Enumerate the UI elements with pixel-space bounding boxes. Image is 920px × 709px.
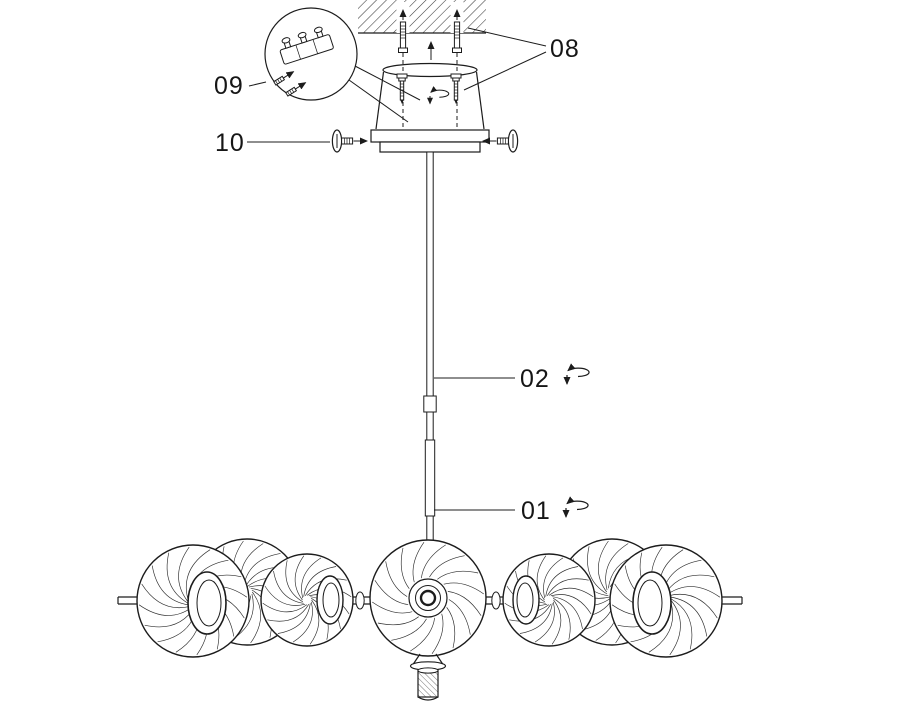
terminal-screw-icon bbox=[273, 71, 295, 86]
canopy-screw-right bbox=[450, 73, 462, 105]
mounting-plate-lower bbox=[379, 141, 481, 153]
suspension-rod bbox=[423, 151, 437, 561]
mounting-plate bbox=[370, 129, 490, 143]
arm-joint-right bbox=[491, 591, 501, 610]
rotation-icon-canopy bbox=[430, 90, 449, 104]
wiring-detail-inset bbox=[264, 7, 421, 123]
label-step-08: 08 bbox=[550, 35, 580, 63]
arm-joint-left bbox=[355, 591, 365, 610]
label-step-09: 09 bbox=[214, 72, 244, 100]
shade-openings bbox=[187, 571, 672, 635]
terminal-screw-icon bbox=[285, 82, 307, 97]
rod-coupling bbox=[423, 395, 437, 413]
rotation-icon-02 bbox=[567, 368, 589, 384]
rod-lower-section bbox=[424, 439, 436, 517]
threaded-finial bbox=[417, 669, 439, 698]
bottom-socket bbox=[409, 653, 447, 701]
side-screw-left bbox=[332, 130, 367, 152]
label-step-10: 10 bbox=[215, 129, 245, 157]
callouts: 08 09 10 02 01 bbox=[214, 27, 589, 525]
ceiling-hatch bbox=[358, 0, 486, 33]
label-step-02: 02 bbox=[520, 365, 550, 393]
ceiling-section bbox=[358, 0, 486, 34]
label-step-01: 01 bbox=[521, 497, 551, 525]
canopy bbox=[370, 62, 490, 153]
terminal-block bbox=[279, 26, 334, 65]
rotation-icon-01 bbox=[566, 501, 588, 517]
chandelier-body bbox=[117, 538, 743, 701]
